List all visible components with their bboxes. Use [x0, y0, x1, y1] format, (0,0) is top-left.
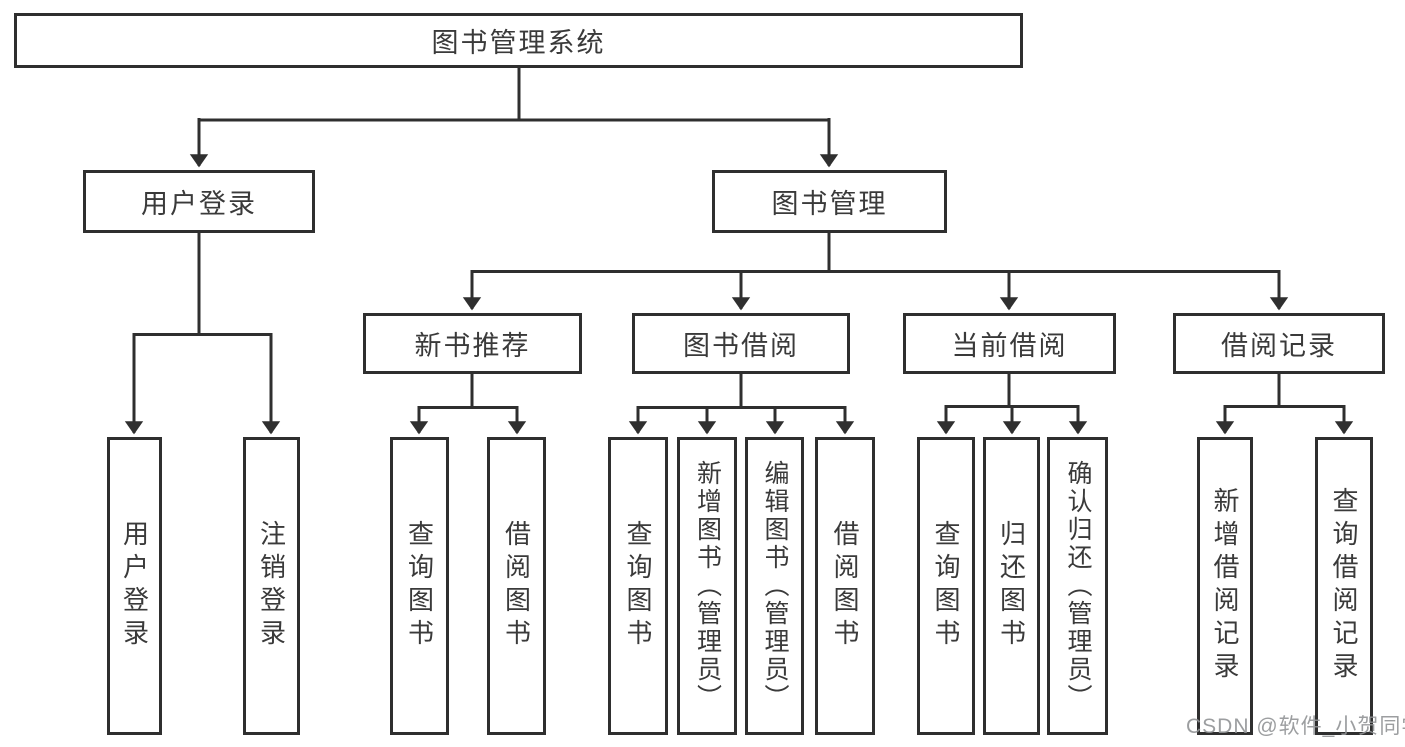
node-book-borrow-label: 图书借阅: [683, 331, 799, 361]
connector-book-management-children: [462, 233, 1289, 311]
leaf-borrow-borrow-books-label: 借阅图书: [830, 520, 860, 652]
leaf-logout: 注销登录: [243, 437, 300, 735]
node-user-login-label: 用户登录: [141, 189, 257, 219]
connector-new-book-children: [409, 374, 527, 435]
leaf-borrow-query-books: 查询图书: [608, 437, 668, 735]
leaf-newbook-query-books-label: 查询图书: [404, 520, 435, 652]
leaf-newbook-borrow-books-label: 借阅图书: [501, 520, 532, 652]
connector-current-borrow-children: [936, 374, 1088, 435]
leaf-query-borrow-record-label: 查询借阅记录: [1329, 487, 1359, 685]
leaf-newbook-query-books: 查询图书: [390, 437, 449, 735]
leaf-return-books: 归还图书: [983, 437, 1040, 735]
leaf-add-books-admin-label: 新增图书（管理员）: [693, 460, 722, 712]
node-root-label: 图书管理系统: [431, 28, 606, 58]
connector-book-borrow-children: [628, 374, 855, 435]
node-root: 图书管理系统: [14, 13, 1023, 68]
node-current-borrow-label: 当前借阅: [951, 331, 1068, 361]
node-book-management-label: 图书管理: [771, 189, 888, 219]
leaf-return-books-label: 归还图书: [996, 520, 1027, 652]
leaf-logout-label: 注销登录: [256, 520, 287, 652]
leaf-newbook-borrow-books: 借阅图书: [487, 437, 546, 735]
leaf-user-login: 用户登录: [107, 437, 162, 735]
leaf-edit-books-admin: 编辑图书（管理员）: [745, 437, 804, 735]
connector-user-login-children: [124, 233, 281, 435]
node-borrow-records-label: 借阅记录: [1221, 331, 1337, 361]
node-current-borrow: 当前借阅: [903, 313, 1116, 374]
connector-borrow-record-children: [1215, 374, 1354, 435]
leaf-current-query-books-label: 查询图书: [931, 520, 961, 652]
leaf-confirm-return-admin: 确认归还（管理员）: [1047, 437, 1108, 735]
leaf-query-borrow-record: 查询借阅记录: [1315, 437, 1373, 735]
leaf-user-login-label: 用户登录: [119, 520, 150, 652]
node-book-borrow: 图书借阅: [632, 313, 850, 374]
csdn-watermark: CSDN @软件_小贺同学: [1186, 715, 1405, 738]
leaf-add-borrow-record: 新增借阅记录: [1197, 437, 1253, 735]
leaf-add-borrow-record-label: 新增借阅记录: [1210, 487, 1240, 685]
node-new-book-recommend-label: 新书推荐: [414, 331, 531, 361]
leaf-add-books-admin: 新增图书（管理员）: [677, 437, 737, 735]
node-new-book-recommend: 新书推荐: [363, 313, 582, 374]
node-borrow-records: 借阅记录: [1173, 313, 1385, 374]
leaf-edit-books-admin-label: 编辑图书（管理员）: [761, 460, 789, 712]
leaf-borrow-borrow-books: 借阅图书: [815, 437, 875, 735]
node-user-login: 用户登录: [83, 170, 315, 233]
connector-root-to-level2: [189, 68, 839, 168]
leaf-confirm-return-admin-label: 确认归还（管理员）: [1064, 460, 1092, 712]
node-book-management: 图书管理: [712, 170, 947, 233]
leaf-current-query-books: 查询图书: [917, 437, 975, 735]
leaf-borrow-query-books-label: 查询图书: [623, 520, 653, 652]
